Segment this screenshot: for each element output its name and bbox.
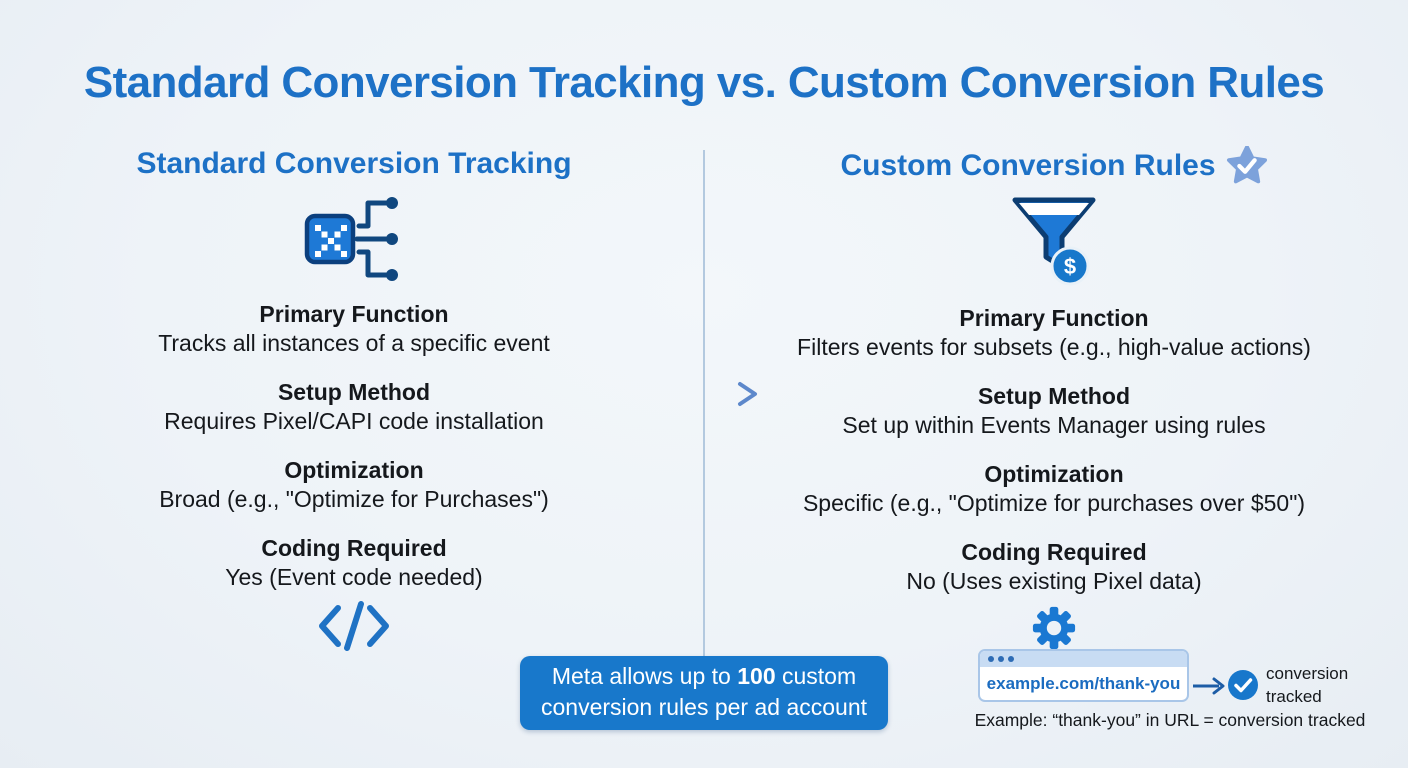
- row-value: Broad (e.g., "Optimize for Purchases"): [159, 486, 549, 512]
- browser-header: [980, 651, 1187, 667]
- code-icon: [316, 601, 392, 656]
- row-label: Primary Function: [259, 301, 449, 327]
- pixel-connector-icon: [304, 190, 404, 284]
- row-label: Setup Method: [277, 379, 431, 405]
- row-value: Specific (e.g., "Optimize for purchases …: [802, 490, 1306, 516]
- svg-text:$: $: [1064, 254, 1076, 279]
- star-check-icon: [1226, 145, 1268, 186]
- result-line-2: tracked: [1266, 687, 1322, 706]
- left-row-coding-required: Coding Required Yes (Event code needed): [225, 534, 482, 592]
- row-label: Coding Required: [961, 539, 1147, 565]
- browser-window: example.com/thank-you: [978, 649, 1189, 702]
- left-column-title-text: Standard Conversion Tracking: [136, 147, 572, 180]
- callout-text-after: custom conversion rules per ad account: [540, 663, 868, 720]
- left-row-optimization: Optimization Broad (e.g., "Optimize for …: [159, 456, 549, 514]
- url-example-caption: Example: “thank-you” in URL = conversion…: [974, 710, 1366, 730]
- row-label: Optimization: [984, 461, 1124, 487]
- browser-dot-icon: [998, 656, 1004, 662]
- row-label: Setup Method: [977, 383, 1131, 409]
- row-value: Requires Pixel/CAPI code installation: [164, 408, 544, 434]
- row-value: No (Uses existing Pixel data): [906, 568, 1202, 594]
- browser-dot-icon: [1008, 656, 1014, 662]
- funnel-dollar-icon: $: [1009, 194, 1099, 288]
- right-row-setup-method: Setup Method Set up within Events Manage…: [842, 382, 1265, 440]
- right-arrow-icon: [643, 381, 768, 412]
- url-text: example.com/thank-you: [986, 673, 1181, 693]
- right-column-title-text: Custom Conversion Rules: [840, 149, 1216, 182]
- row-value: Yes (Event code needed): [225, 564, 483, 590]
- row-label: Optimization: [284, 457, 424, 483]
- callout-highlight: 100: [737, 663, 776, 689]
- right-column-title: Custom Conversion Rules: [840, 145, 1268, 186]
- left-column: Standard Conversion Tracking Primary: [50, 146, 658, 656]
- left-column-title: Standard Conversion Tracking: [136, 146, 571, 182]
- left-column-rows: Primary Function Tracks all instances of…: [158, 300, 550, 592]
- browser-dot-icon: [988, 656, 994, 662]
- url-arrow-icon: [1192, 676, 1230, 701]
- conversion-tracked-label: conversion tracked: [1266, 662, 1348, 708]
- right-row-optimization: Optimization Specific (e.g., "Optimize f…: [803, 460, 1305, 518]
- column-divider: [703, 150, 705, 656]
- row-value: Set up within Events Manager using rules: [842, 412, 1266, 438]
- right-column: Custom Conversion Rules $ Primary Functi…: [724, 145, 1384, 656]
- left-row-primary-function: Primary Function Tracks all instances of…: [158, 300, 550, 358]
- page-title: Standard Conversion Tracking vs. Custom …: [83, 58, 1325, 107]
- right-column-rows: Primary Function Filters events for subs…: [797, 304, 1311, 596]
- row-value: Filters events for subsets (e.g., high-v…: [797, 334, 1311, 360]
- callout-text-before: Meta allows up to: [551, 663, 738, 689]
- right-row-coding-required: Coding Required No (Uses existing Pixel …: [906, 538, 1201, 596]
- left-row-setup-method: Setup Method Requires Pixel/CAPI code in…: [164, 378, 544, 436]
- gear-icon: [1031, 605, 1077, 656]
- right-row-primary-function: Primary Function Filters events for subs…: [797, 304, 1311, 362]
- row-label: Coding Required: [261, 535, 447, 561]
- row-label: Primary Function: [959, 305, 1149, 331]
- browser-address-bar: example.com/thank-you: [980, 667, 1187, 700]
- result-line-1: conversion: [1266, 664, 1349, 683]
- check-circle-icon: [1227, 669, 1259, 706]
- row-value: Tracks all instances of a specific event: [158, 330, 550, 356]
- callout-box: Meta allows up to 100 custom conversion …: [520, 656, 888, 730]
